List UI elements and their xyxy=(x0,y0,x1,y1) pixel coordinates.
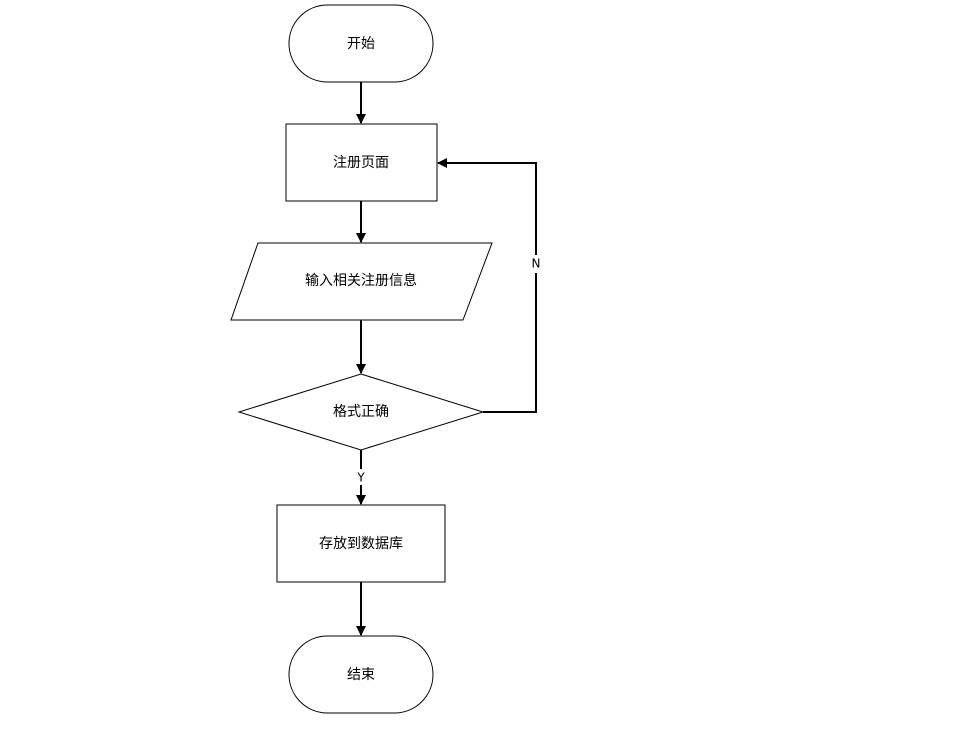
save-db-label: 存放到数据库 xyxy=(319,536,403,552)
start-label: 开始 xyxy=(347,36,375,52)
no-label: N xyxy=(532,257,541,271)
edge-label-yes: Y xyxy=(353,469,369,485)
yes-label: Y xyxy=(356,471,365,485)
save-db-node: 存放到数据库 xyxy=(276,504,446,583)
arrow-decision-no-loop xyxy=(437,158,537,413)
register-page-label: 注册页面 xyxy=(333,155,389,171)
format-check-label: 格式正确 xyxy=(333,404,389,420)
edge-label-no: N xyxy=(528,255,544,273)
register-page-node: 注册页面 xyxy=(285,123,438,202)
format-check-decision: 格式正确 xyxy=(237,373,485,451)
end-node: 结束 xyxy=(288,635,434,714)
input-info-node: 输入相关注册信息 xyxy=(230,242,493,321)
input-info-label: 输入相关注册信息 xyxy=(305,272,417,289)
start-node: 开始 xyxy=(288,4,434,83)
end-label: 结束 xyxy=(347,667,375,683)
